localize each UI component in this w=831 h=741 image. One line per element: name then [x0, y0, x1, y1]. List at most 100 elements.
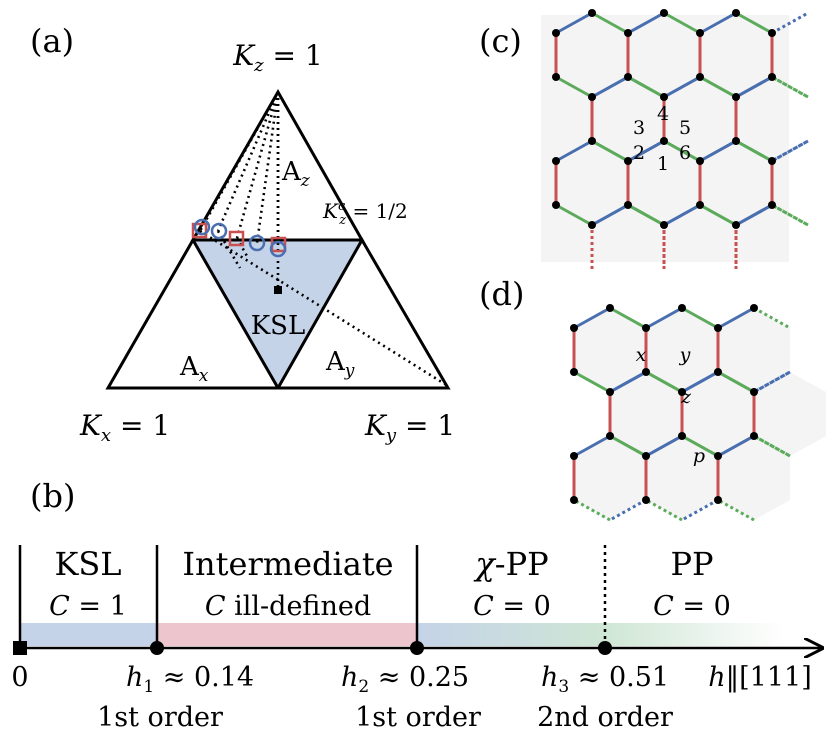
lattice-site	[552, 73, 560, 81]
lattice-site	[570, 452, 578, 460]
site-numbers: 4 3 5 2 6 1	[633, 103, 691, 175]
lattice-site	[732, 93, 740, 101]
region-az-label: Az	[281, 157, 311, 191]
lattice-bond	[699, 11, 737, 35]
hexagon-plaquette	[718, 308, 790, 392]
lattice-site	[624, 73, 632, 81]
lattice-bond	[609, 498, 647, 522]
red-square-marker	[228, 230, 245, 247]
lattice-site	[606, 304, 614, 312]
ksl-point-marker	[274, 286, 282, 294]
lattice-site	[768, 157, 776, 165]
lattice-bond	[591, 11, 629, 35]
lattice-site	[678, 304, 686, 312]
lattice-bond	[645, 370, 683, 394]
site-number: 4	[657, 103, 669, 125]
origin-marker	[13, 641, 27, 655]
lattice-site	[696, 201, 704, 209]
bond-labels: x y z p	[636, 344, 705, 467]
transition-markers	[191, 218, 287, 258]
region-ay-label: Ay	[325, 347, 355, 381]
lattice-site	[552, 201, 560, 209]
lattice-site	[696, 73, 704, 81]
lattice-site	[732, 9, 740, 17]
lattice-bond	[753, 306, 791, 330]
lattice-site	[642, 368, 650, 376]
lattice-site	[660, 137, 668, 145]
origin-label: 0	[11, 662, 28, 693]
hexagon-plaquette	[682, 372, 754, 456]
h3-label: h3 ≈ 0.51	[541, 662, 669, 697]
lattice-site	[552, 157, 560, 165]
lattice-site	[696, 157, 704, 165]
phase-pp-name: PP	[670, 545, 713, 583]
lattice-bond	[555, 75, 593, 99]
axis-label: h‖[111]	[708, 662, 812, 693]
lattice-bond	[555, 139, 593, 163]
lattice-bond	[771, 75, 809, 99]
lattice-site	[750, 304, 758, 312]
lattice-bond	[645, 434, 683, 458]
lattice-site	[732, 221, 740, 229]
lattice-site	[624, 29, 632, 37]
lattice-site	[660, 93, 668, 101]
hexagon-plaquette	[646, 436, 718, 520]
lattice-bond	[699, 139, 737, 163]
h1-label: h1 ≈ 0.14	[126, 662, 254, 697]
ky-corner-label: Ky = 1	[364, 409, 455, 446]
lattice-site	[606, 432, 614, 440]
lattice-bond	[717, 434, 755, 458]
red-square-marker	[191, 222, 208, 239]
site-number: 3	[633, 117, 645, 139]
chi-pp-phase-bar	[417, 623, 605, 646]
lattice-bond	[717, 370, 755, 394]
lattice-bond	[591, 203, 629, 227]
ksl-phase-bar	[20, 623, 157, 646]
lattice-bond	[573, 306, 611, 330]
lattice-bond	[753, 434, 791, 458]
ksl-region	[193, 240, 362, 388]
panel-b-label: (b)	[30, 477, 75, 515]
hexagon-plaquette	[718, 436, 790, 520]
lattice-bond	[555, 11, 593, 35]
lattice-bond	[627, 11, 665, 35]
lattice-bond	[609, 306, 647, 330]
lattice-bond	[573, 434, 611, 458]
panel-c-label: (c)	[479, 22, 522, 60]
phase-ksl-name: KSL	[54, 545, 121, 583]
panel-c: (c) 4 3 5 2 6 1	[479, 9, 809, 269]
hexagon-plaquette	[610, 372, 682, 456]
h1-marker	[150, 641, 164, 655]
lattice-site	[678, 432, 686, 440]
lattice-bond	[681, 498, 719, 522]
lattice-site	[570, 324, 578, 332]
phase-chi-pp-name: χ-PP	[473, 545, 548, 583]
lattice-bond	[663, 139, 701, 163]
panel-a: (a)	[30, 22, 455, 446]
lattice-site	[714, 368, 722, 376]
panel-d: (d) x y z p	[479, 275, 826, 522]
lattice-bond	[663, 75, 701, 99]
lattice-site	[696, 29, 704, 37]
lattice-bond	[753, 370, 791, 394]
lattice-site	[552, 29, 560, 37]
lattice-bond	[681, 370, 719, 394]
lattice-site	[642, 324, 650, 332]
lattice-bond	[735, 203, 773, 227]
lattice-bond	[735, 139, 773, 163]
bond-label-x: x	[636, 344, 647, 366]
site-number: 6	[679, 142, 691, 164]
lattice-bond	[573, 370, 611, 394]
blue-circle-marker	[248, 234, 266, 252]
honeycomb-lattice-c	[552, 9, 809, 269]
lattice-bond	[645, 306, 683, 330]
hexagon-plaquette	[574, 436, 646, 520]
lattice-site	[714, 496, 722, 504]
h2-order: 1st order	[355, 702, 481, 733]
lattice-bond	[591, 75, 629, 99]
lattice-site	[588, 221, 596, 229]
phase-intermediate-name: Intermediate	[182, 545, 393, 583]
region-ksl-label: KSL	[251, 311, 306, 341]
honeycomb-lattice-d	[570, 304, 826, 522]
